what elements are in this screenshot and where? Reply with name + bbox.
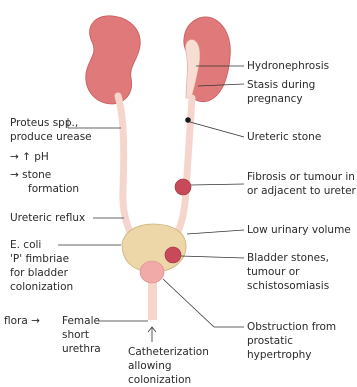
label-stasis: Stasis during pregnancy: [247, 78, 315, 106]
label-flora: flora →: [4, 314, 40, 328]
label-female-urethra: Female short urethra: [62, 314, 101, 356]
ureter-lesion: [175, 179, 191, 195]
left-kidney: [86, 16, 140, 104]
label-proteus: Proteus spp., produce urease: [10, 116, 92, 144]
leader-obstruction: [163, 279, 214, 327]
leader-ureteric-stone: [190, 122, 244, 137]
leader-bladder-stones: [181, 256, 244, 258]
label-stone-formation: → stone formation: [10, 168, 79, 196]
ureteric-stone-mark: [185, 117, 191, 123]
bladder-lesion: [165, 247, 181, 263]
leader-low-volume: [187, 230, 244, 234]
label-bladder-stones: Bladder stones, tumour or schistosomiasi…: [247, 251, 329, 293]
label-hydronephrosis: Hydronephrosis: [247, 59, 329, 73]
prostate: [140, 261, 164, 283]
label-catheterization: Catheterization allowing colonization: [128, 345, 209, 387]
label-ph: → ↑ pH: [10, 150, 49, 164]
label-ureteric-reflux: Ureteric reflux: [10, 211, 85, 225]
leader-fibrosis: [191, 184, 244, 185]
label-ecoli: E. coli 'P' fimbriae for bladder coloniz…: [10, 238, 73, 294]
label-fibrosis: Fibrosis or tumour in or adjacent to ure…: [247, 170, 356, 198]
label-low-volume: Low urinary volume: [247, 223, 351, 237]
label-ureteric-stone: Ureteric stone: [247, 130, 321, 144]
label-obstruction: Obstruction from prostatic hypertrophy: [247, 320, 336, 362]
